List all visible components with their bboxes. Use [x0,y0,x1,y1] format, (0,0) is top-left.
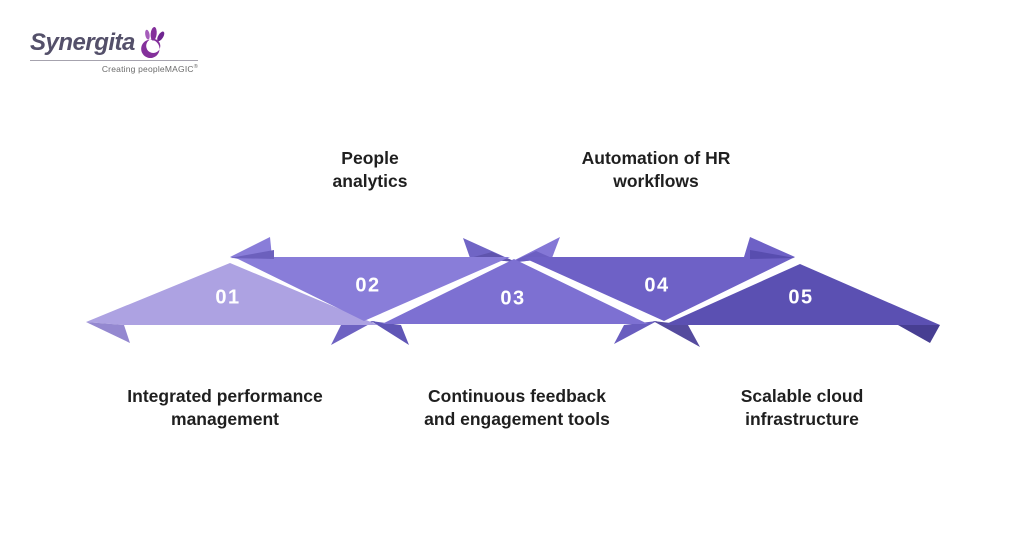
arrow-segment-05 [664,264,940,325]
tagline-text: Creating peopleMAGIC [101,64,194,74]
title-line: Scalable cloud [740,386,864,406]
swoosh-crescent [141,38,161,59]
ribbon-flap-bottom2-right [653,321,700,347]
step-number-02: 02 [355,274,381,297]
step-title-automation-hr: Automation of HR workflows [582,147,731,193]
ribbon-flap-bottom1-left [331,321,375,345]
arrow-segment-04 [522,237,795,321]
arrow-segment-01 [86,263,378,325]
step-number-04: 04 [644,274,670,297]
step-number-05: 05 [788,286,814,309]
flame-petal-right [157,31,165,42]
flame-petal-left [144,29,150,40]
title-line: management [171,409,279,429]
registered-mark: ® [193,64,198,71]
ribbon-flap-top-left [463,238,516,262]
step-number-03: 03 [500,287,526,310]
title-line: analytics [332,171,408,191]
step-title-scalable-cloud: Scalable cloud infrastructure [741,385,864,431]
arrow-segment-03 [382,259,648,324]
step-title-continuous-feedback: Continuous feedback and engagement tools [424,385,610,431]
flame-swirl-icon [141,27,165,59]
arrow-segment-05-fold [898,325,940,343]
arrow-segment-02-fold [230,250,274,259]
flame-petal-center [150,27,157,41]
title-line: People [341,148,399,168]
arrow-segment-04-fold [750,250,795,259]
title-line: Integrated performance [127,386,323,406]
synergita-logo: Synergita Creating peopleMAGIC® [30,24,198,74]
title-line: Continuous feedback [428,386,606,406]
ribbon-flap-bottom1-right [371,321,409,345]
logo-divider [30,60,198,61]
step-number-01: 01 [215,286,241,309]
arrow-segment-01-fold [86,322,130,343]
brand-name: Synergita [30,29,135,56]
step-title-integrated-performance: Integrated performance management [127,385,322,431]
title-line: and engagement tools [424,409,610,429]
logo-tagline: Creating peopleMAGIC® [30,64,198,74]
step-title-people-analytics: People analytics [333,147,408,193]
title-line: Automation of HR [581,148,731,168]
logo-row: Synergita [30,24,198,60]
ribbon-flap-bottom2-left [614,321,657,344]
title-line: workflows [613,171,699,191]
arrow-segment-02 [230,237,510,321]
title-line: infrastructure [745,409,859,429]
